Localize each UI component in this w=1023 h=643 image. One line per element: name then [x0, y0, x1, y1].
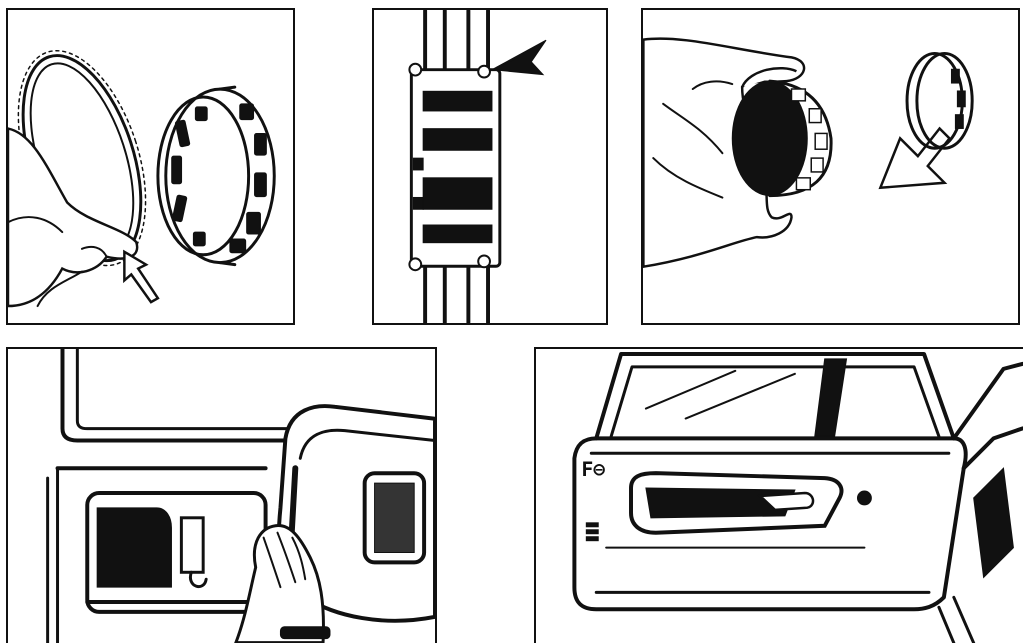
open-door-edge	[937, 361, 1023, 643]
step-3-panel	[641, 8, 1020, 325]
ring-in-hand	[731, 79, 833, 198]
trim-panel	[276, 404, 435, 623]
svg-text:F⊖: F⊖	[581, 458, 605, 481]
door-panel	[572, 436, 968, 612]
pointer-arrow-icon	[490, 39, 547, 76]
step-4-panel	[6, 347, 437, 643]
hand-left	[8, 127, 160, 308]
cage-ring	[156, 85, 276, 267]
clip-plate	[408, 62, 502, 272]
door-frame	[46, 349, 308, 643]
door-handle-recess	[629, 471, 872, 535]
direction-arrow-icon	[878, 126, 952, 190]
lock-buttons: F⊖	[581, 458, 605, 542]
frame-clip-icon	[408, 10, 547, 323]
hand-removing-trim-icon	[46, 349, 435, 643]
window-frame	[594, 351, 956, 441]
cage-ring-small	[905, 51, 974, 150]
ring-gear-and-cage-icon	[8, 49, 276, 308]
hand-inserting-ring-icon	[643, 37, 974, 269]
step-2-panel	[372, 8, 608, 325]
door-opening	[85, 491, 268, 614]
hand	[234, 524, 331, 643]
step-1-panel	[6, 8, 295, 325]
car-door-installed-icon: F⊖	[572, 351, 1023, 643]
step-5-panel: F⊖	[534, 347, 1023, 643]
hand	[643, 37, 806, 269]
